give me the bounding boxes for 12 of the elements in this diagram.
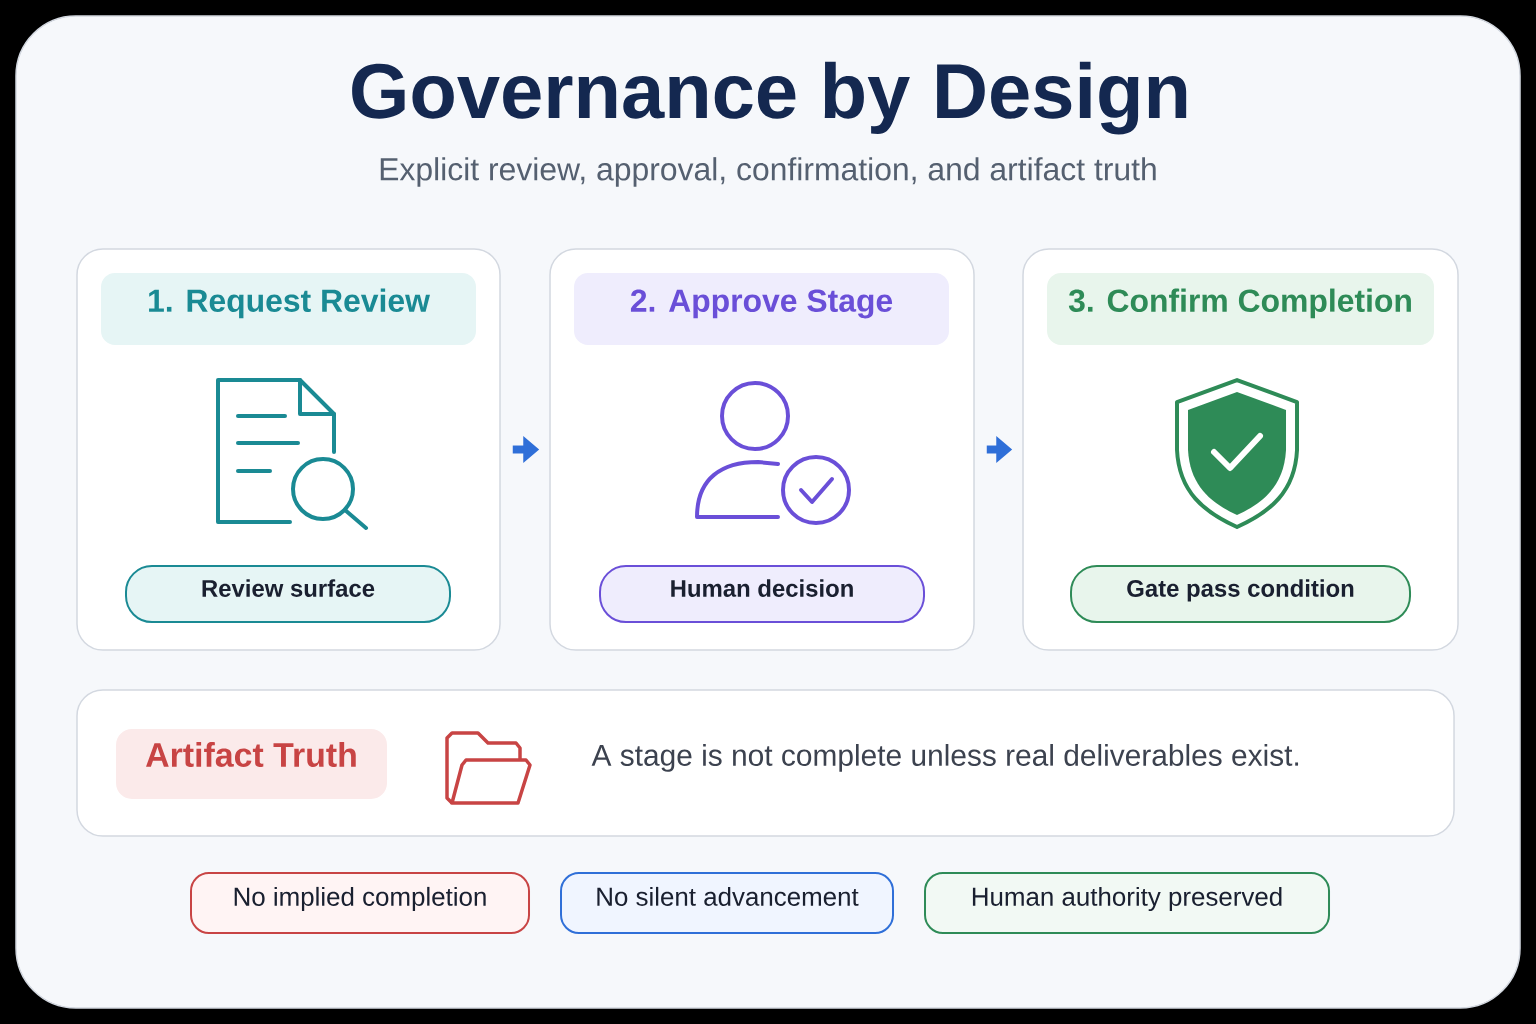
stage-heading: 1. Request Review — [101, 273, 476, 345]
stage-heading: 2. Approve Stage — [574, 273, 949, 345]
stage-tag: Human decision — [599, 565, 925, 623]
principle-tag: No silent advancement — [560, 872, 894, 934]
title: Governance by Design — [352, 61, 1187, 135]
panel-heading: Artifact Truth — [116, 729, 387, 799]
stage-tag: Gate pass condition — [1070, 565, 1411, 623]
principle-tag: No implied completion — [190, 872, 530, 934]
principle-tag: Human authority preserved — [924, 872, 1330, 934]
stage-tag: Review surface — [125, 565, 451, 623]
stage-heading: 3. Confirm Completion — [1047, 273, 1434, 345]
subtitle: Explicit review, approval, confirmation, and artifact truth — [380, 157, 1156, 187]
